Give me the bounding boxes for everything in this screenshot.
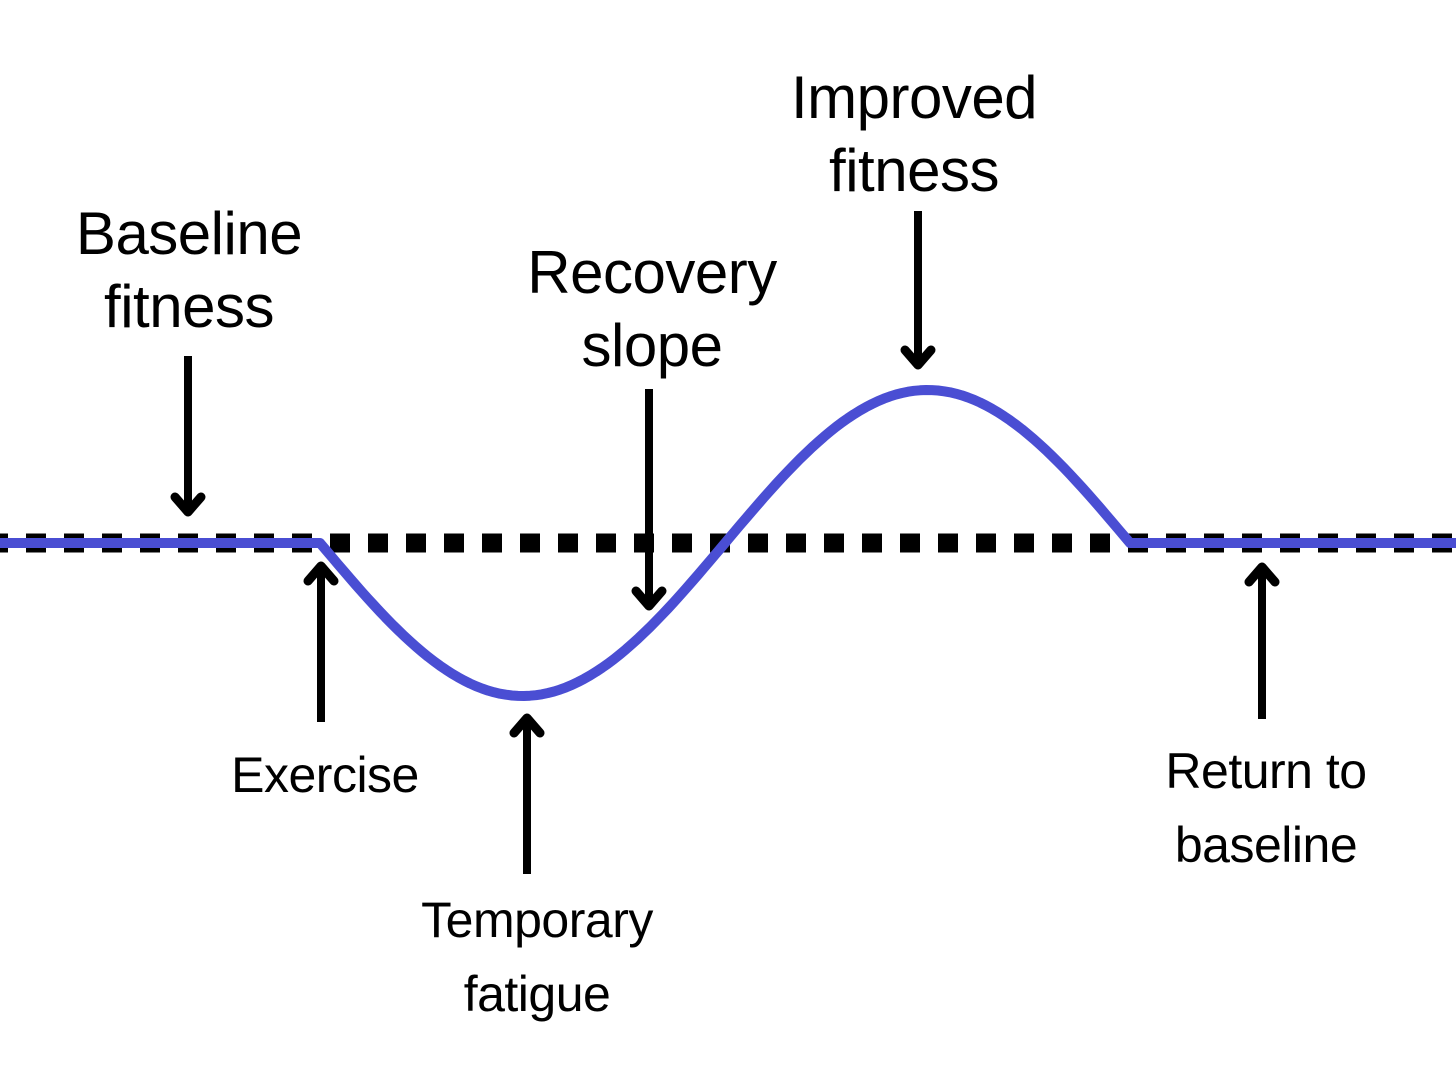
label-line: Temporary	[421, 892, 653, 948]
label-line: fitness	[104, 273, 274, 340]
label-line: Return to	[1165, 743, 1367, 799]
label-improved-fitness: Improved fitness	[790, 61, 1038, 207]
label-temporary-fatigue: Temporary fatigue	[421, 883, 653, 1031]
fitness-curve	[0, 385, 1456, 701]
label-exercise: Exercise	[231, 738, 419, 812]
label-line: Exercise	[231, 747, 419, 803]
label-line: Baseline	[75, 200, 303, 267]
label-line: Improved	[790, 64, 1038, 131]
label-line: slope	[581, 312, 723, 379]
label-line: fatigue	[463, 966, 611, 1022]
label-recovery-slope: Recovery slope	[527, 236, 777, 382]
label-line: fitness	[829, 137, 999, 204]
label-baseline-fitness: Baseline fitness	[75, 197, 303, 343]
label-return-to-baseline: Return to baseline	[1165, 734, 1367, 882]
label-line: Recovery	[527, 239, 777, 306]
label-line: baseline	[1174, 817, 1358, 873]
